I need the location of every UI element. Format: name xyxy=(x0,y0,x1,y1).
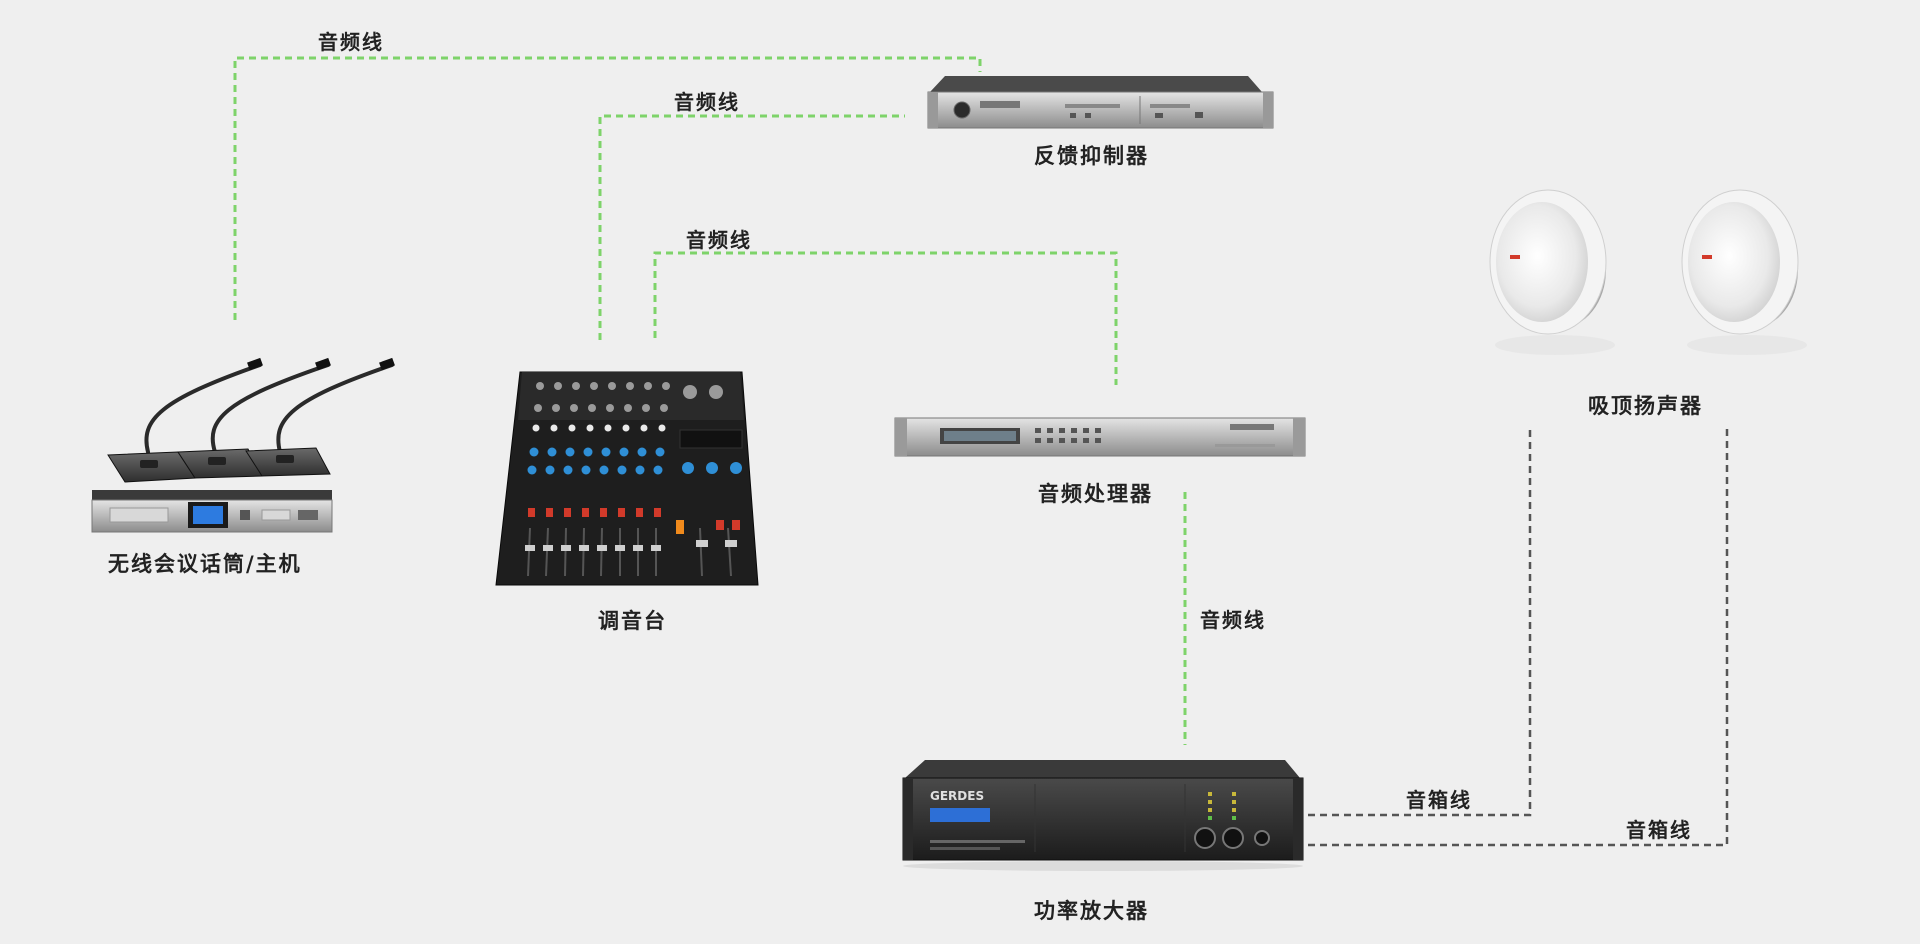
audio-cables xyxy=(233,56,1187,745)
cable-amp-to-speaker-1 xyxy=(1308,425,1532,817)
wireless-mic-system-label: 无线会议话筒/主机 xyxy=(108,551,302,576)
cable-mixer-to-processor xyxy=(653,251,1118,385)
cable-label-mixer-to-suppressor: 音频线 xyxy=(674,90,740,114)
cable-label-amp-to-speaker-1: 音箱线 xyxy=(1406,788,1472,812)
ceiling-speaker-1 xyxy=(1489,189,1615,355)
ceiling-speakers-label: 吸顶扬声器 xyxy=(1588,393,1703,418)
ceiling-speakers-device xyxy=(1489,189,1807,355)
cable-mic-to-suppressor xyxy=(233,56,982,320)
cable-label-mic-to-suppressor: 音频线 xyxy=(318,30,384,54)
audio-processor-device xyxy=(894,417,1306,457)
power-amplifier-device: GERDES xyxy=(902,760,1304,871)
wireless-mic-system-device xyxy=(91,357,395,533)
ceiling-speaker-2 xyxy=(1681,189,1807,355)
cable-amp-to-speaker-2 xyxy=(1308,425,1729,847)
speaker-cables xyxy=(1308,425,1729,847)
cable-label-amp-to-speaker-2: 音箱线 xyxy=(1626,818,1692,842)
cable-mixer-to-suppressor xyxy=(598,114,905,340)
cable-label-mixer-to-processor: 音频线 xyxy=(686,228,752,252)
amplifier-brand-logo: GERDES xyxy=(930,789,984,803)
mixer-label: 调音台 xyxy=(598,608,667,633)
cable-label-processor-to-amp: 音频线 xyxy=(1200,608,1266,632)
audio-processor-label: 音频处理器 xyxy=(1038,481,1153,506)
feedback-suppressor-device xyxy=(927,76,1274,129)
mixer-device xyxy=(495,371,759,586)
feedback-suppressor-label: 反馈抑制器 xyxy=(1034,143,1149,168)
power-amplifier-label: 功率放大器 xyxy=(1034,898,1149,923)
